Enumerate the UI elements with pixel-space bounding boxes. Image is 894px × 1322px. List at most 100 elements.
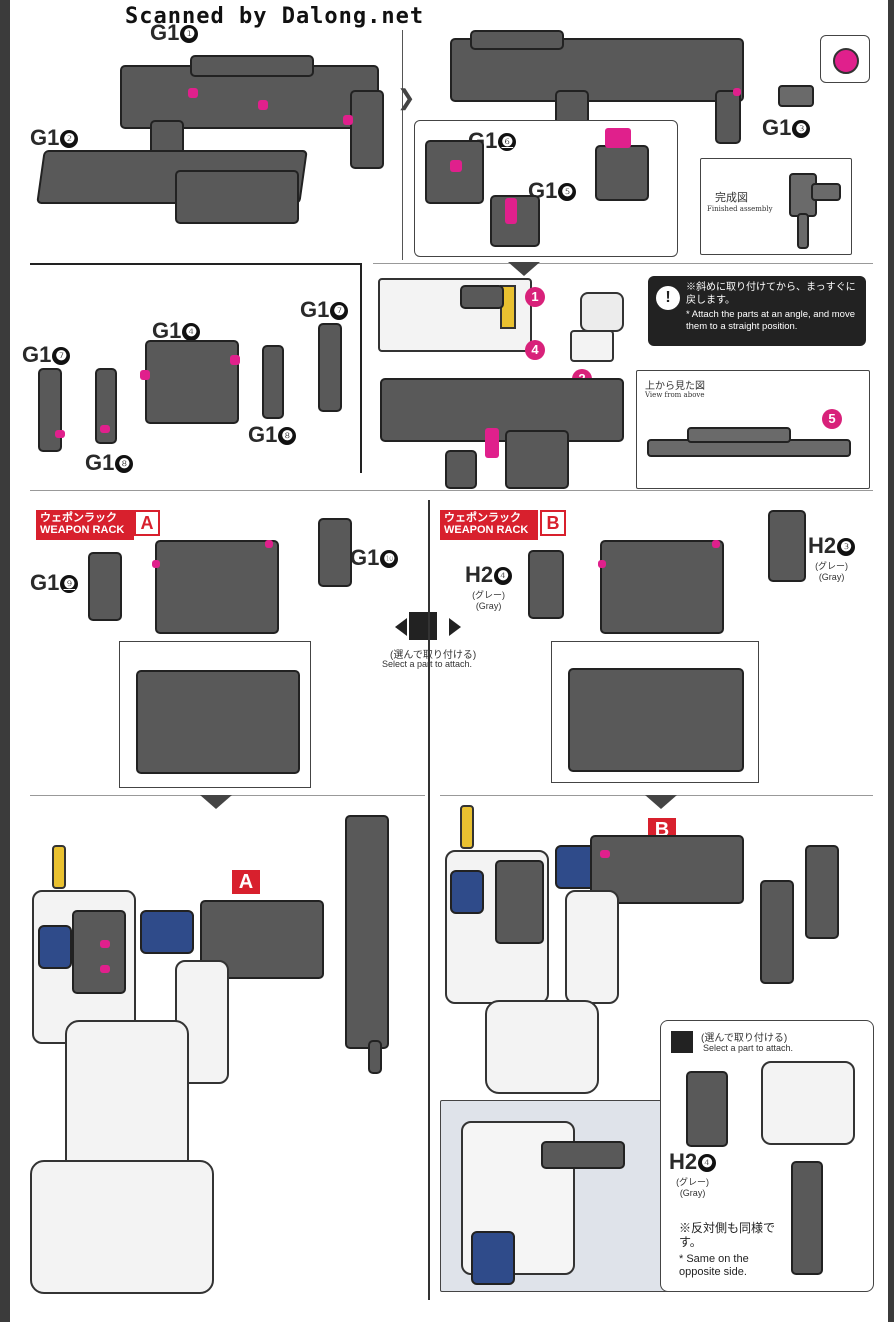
reference-photo xyxy=(440,1100,672,1292)
rifle-stock-upper xyxy=(350,90,384,169)
muzzle-detail xyxy=(833,48,859,74)
part-number: ❼ xyxy=(52,347,71,366)
watermark: Scanned by Dalong.net xyxy=(125,4,425,29)
select-part-jp: (選んで取り付ける) xyxy=(390,650,477,661)
part-code: H2 xyxy=(808,533,837,558)
rack-assembled xyxy=(136,670,300,774)
rifle-stock xyxy=(715,90,741,144)
peg xyxy=(265,540,273,548)
divider xyxy=(30,490,873,491)
rifle-standing xyxy=(345,815,389,1049)
down-arrow-icon xyxy=(645,795,677,809)
same-side-jp: ※反対側も同様です。 xyxy=(679,1221,776,1249)
part-code: G1 xyxy=(30,125,60,150)
part-number: ❻ xyxy=(498,133,517,152)
divider xyxy=(373,263,873,264)
part-number: ❿ xyxy=(380,550,399,569)
bracket xyxy=(570,330,614,362)
antenna xyxy=(52,845,66,889)
step-marker: 4 xyxy=(525,340,545,360)
divider xyxy=(428,500,430,1300)
peg xyxy=(230,355,240,365)
finished-part xyxy=(811,183,841,201)
view-from-above-box: 上から見た図 View from above 5 xyxy=(636,370,870,489)
select-part2-jp: (選んで取り付ける) xyxy=(701,1033,788,1044)
part-code: H2 xyxy=(669,1149,698,1174)
peg xyxy=(258,100,268,110)
peg xyxy=(343,115,353,125)
rack-strip xyxy=(38,368,62,452)
part-code: G1 xyxy=(248,422,278,447)
robot-leg xyxy=(565,890,619,1004)
part-number: ❾ xyxy=(60,575,79,594)
peg xyxy=(450,160,462,172)
weapon-rack-en: WEAPON RACK xyxy=(444,524,529,536)
weapon-rack-b-tag: ウェポンラック WEAPON RACK xyxy=(440,510,538,540)
robot-blue-part xyxy=(140,910,194,954)
part-code: G1 xyxy=(30,570,60,595)
rack-clip-right xyxy=(318,518,352,587)
rifle-handle xyxy=(470,30,564,50)
part-number: ❶ xyxy=(180,25,199,44)
divider xyxy=(402,30,403,260)
peg xyxy=(100,965,110,973)
rack-clip xyxy=(686,1071,728,1147)
peg xyxy=(712,540,720,548)
robot-blue-part xyxy=(450,870,484,914)
part-color-en: (Gray) xyxy=(475,601,502,611)
rifle-carry-handle xyxy=(190,55,314,77)
part-color-jp: (グレー) xyxy=(472,590,506,600)
down-arrow-icon xyxy=(508,262,540,276)
rack-b-result-box xyxy=(551,641,759,783)
antenna xyxy=(460,805,474,849)
step-marker: 1 xyxy=(525,287,545,307)
part-number: ❹ xyxy=(182,323,201,342)
part-code: G1 xyxy=(22,342,52,367)
select-part-icon xyxy=(393,608,463,644)
sight-body xyxy=(425,140,484,204)
part-color-en: (Gray) xyxy=(818,572,845,582)
weapon-rack-a-tag: ウェポンラック WEAPON RACK xyxy=(36,510,134,540)
rifle-part xyxy=(760,880,794,984)
rack-strip xyxy=(318,323,342,412)
step-marker: 5 xyxy=(822,409,842,429)
part-code: G1 xyxy=(150,20,180,45)
part-color-jp: (グレー) xyxy=(676,1177,710,1187)
robot-blue-part xyxy=(38,925,72,969)
part-code: G1 xyxy=(152,318,182,343)
robot-lower xyxy=(30,1160,214,1294)
part-number: ❸ xyxy=(837,538,856,557)
notice-box: ! ※斜めに取り付けてから、まっすぐに戻します。 * Attach the pa… xyxy=(648,276,866,346)
part-number: ❹ xyxy=(494,567,513,586)
weapon-rack-b-letter: B xyxy=(540,510,566,536)
sight-assembled xyxy=(595,145,649,201)
rack-assembled xyxy=(568,668,744,772)
part-code: G1 xyxy=(762,115,792,140)
detail-inset xyxy=(820,35,870,83)
part-color-en: (Gray) xyxy=(679,1188,706,1198)
notice-jp: ※斜めに取り付けてから、まっすぐに戻します。 xyxy=(686,282,856,306)
left-arrow-icon xyxy=(395,618,407,636)
down-arrow-icon xyxy=(200,795,232,809)
peg xyxy=(100,425,110,433)
rack-body xyxy=(145,340,239,424)
part-number: ❼ xyxy=(330,302,349,321)
select-part-icon xyxy=(671,1031,693,1053)
select-part-en: Select a part to attach. xyxy=(382,659,473,669)
rack-a-marker: A xyxy=(232,870,260,894)
weapon-rack-jp: ウェポンラック xyxy=(40,512,117,524)
peg xyxy=(100,940,110,948)
rifle-magazine xyxy=(505,430,569,489)
next-arrow-icon: ❯ xyxy=(397,85,416,110)
part-number: ❽ xyxy=(278,427,297,446)
peg xyxy=(505,198,517,224)
